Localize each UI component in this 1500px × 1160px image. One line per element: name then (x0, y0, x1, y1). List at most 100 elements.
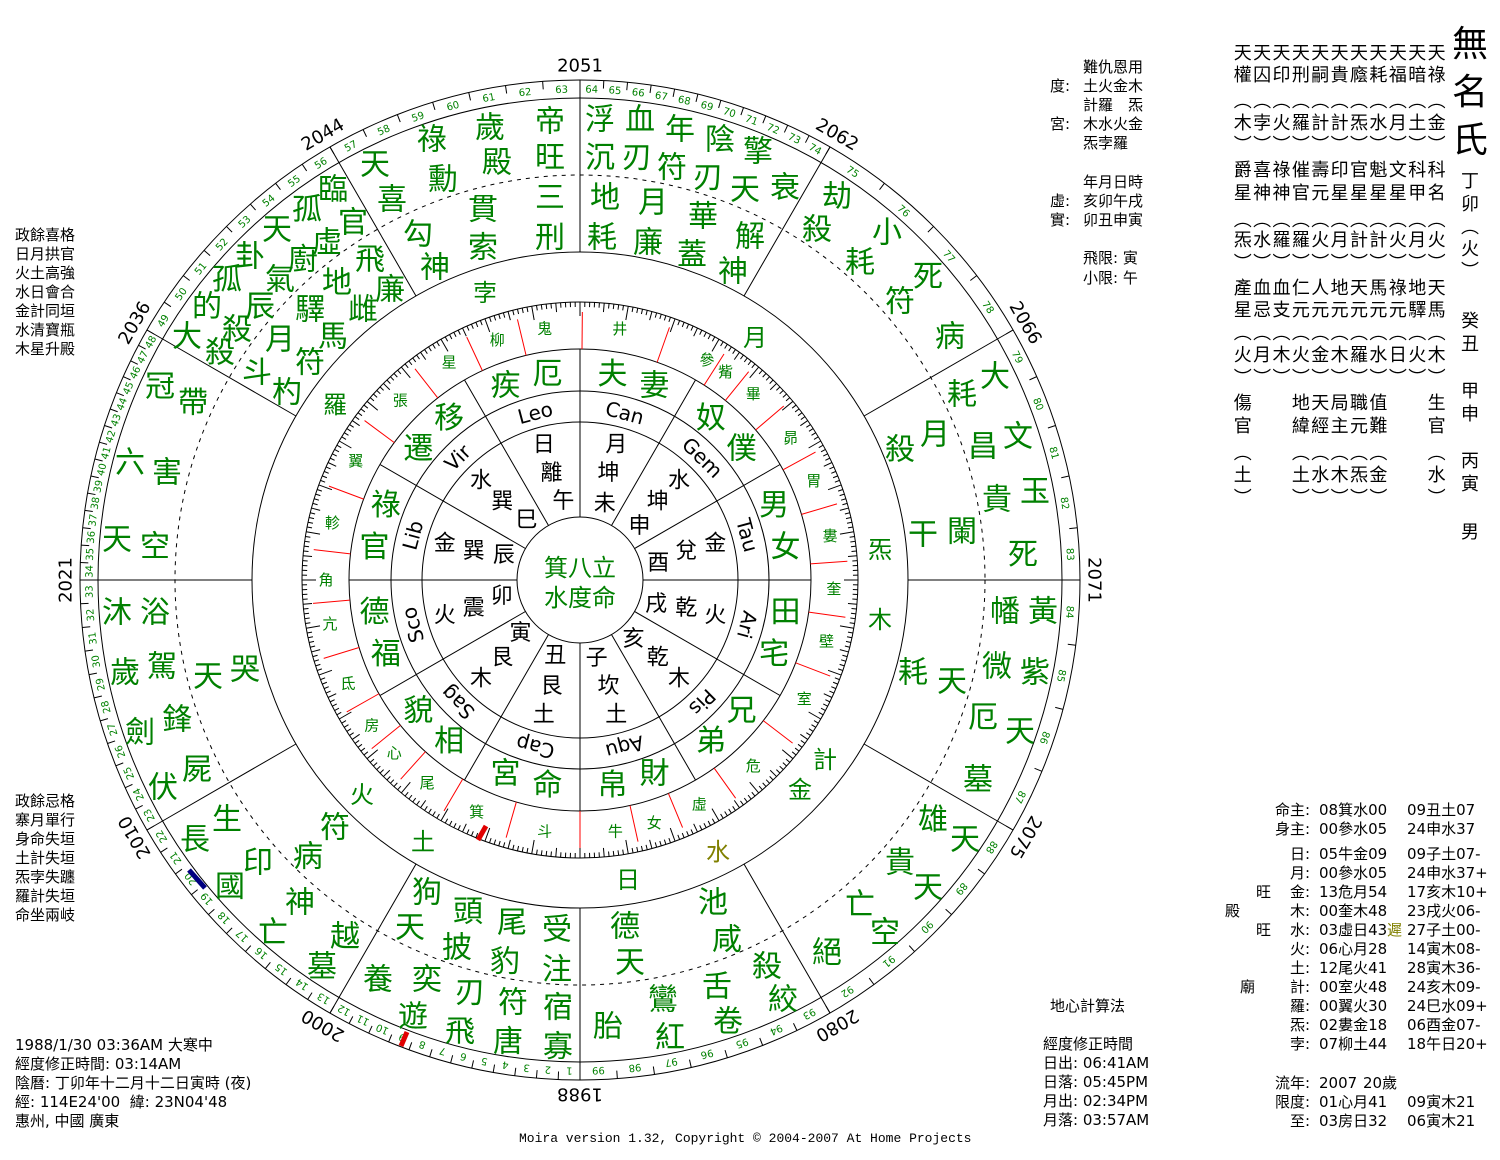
pattern-note: 政餘喜格 (15, 226, 76, 244)
mansion-boundary (713, 767, 737, 799)
star-table-cell: ︵ (1311, 443, 1330, 464)
mid-panel-label: 宮: (1050, 115, 1071, 133)
house-star-char: 帶 (178, 386, 208, 421)
house-star-char: 唐 (493, 1025, 523, 1060)
house-star-char: 廚 (288, 243, 318, 278)
house-star-天雄: 天雄 (918, 803, 980, 858)
planet-position-2: 24申水37 (1407, 820, 1476, 838)
scale-tick (545, 304, 548, 310)
house-star-char: 池 (698, 886, 728, 921)
scale-tick (823, 462, 833, 467)
scale-tick (831, 686, 837, 690)
scale-tick (325, 690, 331, 694)
birth-info-line: 陰曆: 丁卯年十二月十二日寅時 (夜) (15, 1074, 252, 1092)
house-star-char: 天 (615, 946, 645, 981)
house-star-char: 德 (610, 910, 640, 945)
branch-寅-trigram: 艮 (491, 645, 513, 670)
scale-tick (366, 400, 379, 411)
house-star-char: 殺 (802, 213, 832, 248)
scale-tick (305, 536, 311, 538)
branch-丑-element: 土 (533, 703, 555, 728)
mid-panel-value: 小限: 午 (1083, 269, 1138, 287)
palace-夫妻: 夫妻 (598, 357, 670, 403)
palace-官祿: 官祿 (360, 488, 401, 565)
pillar-char: 卯 (1461, 194, 1479, 215)
star-table-cell: ︵ (1291, 91, 1310, 112)
mansion-label-斗: 斗 (537, 823, 552, 841)
star-table-cell: ︵ (1233, 210, 1252, 231)
star-table-cell (1252, 417, 1271, 437)
age-tick (1067, 643, 1076, 646)
palace-divider (379, 464, 526, 549)
scale-tick (363, 404, 369, 409)
star-table-cell (1388, 394, 1407, 414)
planet-position-2: 20歲 (1363, 1074, 1398, 1092)
scale-tick (677, 320, 681, 326)
star-table-cell: 地 (1408, 278, 1427, 299)
palace-兄弟: 兄弟 (696, 693, 757, 759)
scale-tick (498, 314, 501, 320)
age-tick (208, 908, 215, 915)
birth-info-line: 經度修正時間: 03:14AM (15, 1055, 182, 1073)
house-star-char: 尾 (497, 906, 527, 941)
house-star-char: 飛 (355, 243, 385, 278)
age-label-33: 33 (84, 585, 95, 598)
planet-strength-flag: 旺 (1256, 883, 1272, 901)
scale-tick (846, 521, 853, 524)
scale-tick (762, 373, 767, 378)
star-table-cell: 月 (1253, 345, 1272, 366)
scale-tick (612, 304, 615, 310)
star-table-row: ︵ ︵︵︵︵︵ ︵ (1233, 444, 1446, 464)
palace-divider (464, 634, 549, 781)
scale-tick (462, 823, 467, 833)
star-table-cell: ︶ (1369, 368, 1388, 389)
age-label-5: 5 (480, 1055, 488, 1067)
age-tick (160, 847, 168, 853)
age-tick (249, 203, 256, 211)
planet-label: 孛: (1289, 1035, 1310, 1053)
star-table-cell: 祿 (1388, 278, 1407, 299)
house-star-char: 大 (172, 320, 202, 355)
scale-tick (304, 612, 310, 615)
star-table-cell: 驛 (1408, 300, 1427, 321)
star-table-row: 權囚印刑嗣貴廕耗福暗祿 (1233, 66, 1446, 86)
palace-divider (379, 611, 526, 696)
pattern-note: 命坐兩岐 (15, 906, 76, 924)
star-table-cell: ︵ (1350, 91, 1369, 112)
scale-tick (334, 707, 340, 711)
scale-tick (440, 808, 449, 822)
house-star-墓: 墓 (963, 763, 993, 798)
star-table-cell: ︶ (1291, 253, 1310, 274)
house-star-地耗: 地耗 (587, 181, 620, 256)
scale-tick (314, 659, 320, 662)
branch-寅-element: 木 (470, 666, 492, 691)
scale-tick (649, 311, 653, 321)
star-table-cell: ︵ (1408, 323, 1427, 344)
house-star-char: 地 (322, 266, 352, 301)
pattern-note: 水日會合 (15, 283, 76, 301)
house-star-char: 勳 (428, 163, 458, 198)
house-star-遊奕: 遊奕 (398, 963, 442, 1035)
branch-亥-element: 木 (668, 666, 690, 691)
scale-tick (740, 354, 744, 360)
palace-福德: 福德 (360, 595, 401, 672)
planet-position-1: 08箕水00 (1319, 801, 1388, 819)
scale-tick (839, 493, 845, 497)
house-star-char: 耗 (587, 221, 617, 256)
mansion-boundary (312, 599, 350, 604)
star-table-cell (1252, 444, 1271, 464)
scale-tick (832, 681, 838, 685)
scale-tick (625, 839, 629, 854)
star-table-cell: 權 (1233, 65, 1252, 86)
house-star-char: 國 (215, 870, 245, 905)
scale-tick (686, 831, 690, 837)
star-table-cell: ︶ (1311, 253, 1330, 274)
scale-tick (306, 531, 321, 535)
house-star-char: 耗 (898, 656, 928, 691)
house-star-char: 病 (935, 320, 965, 355)
house-star-char: 絕 (812, 936, 842, 971)
scale-tick (847, 602, 857, 605)
mansion-label-箕: 箕 (469, 803, 484, 821)
star-table-cell (1272, 466, 1291, 486)
